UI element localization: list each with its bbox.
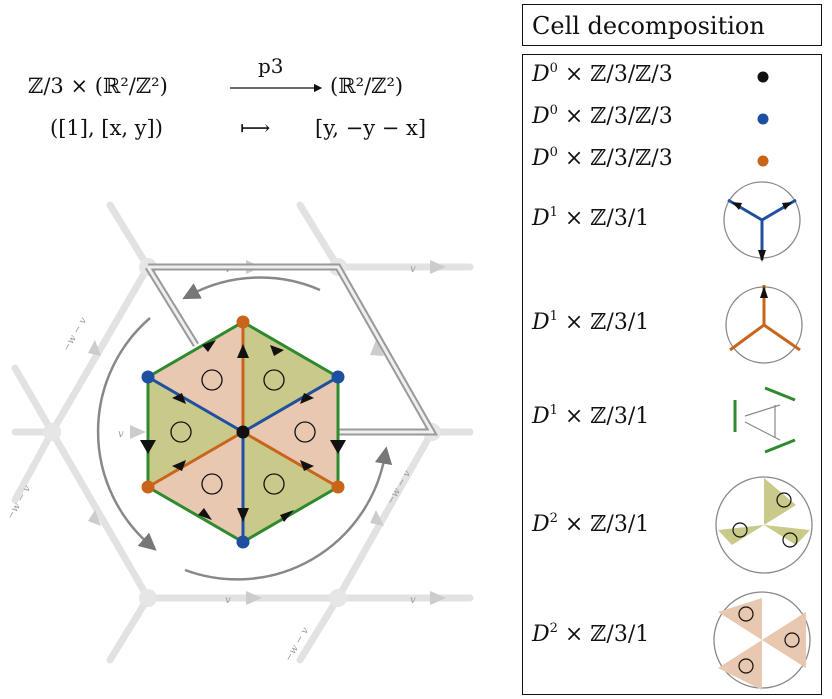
edge-label-v-top2: v: [410, 264, 416, 275]
map-domain: ℤ/3 × (ℝ²/ℤ²): [28, 74, 168, 98]
legend-row-edge-green: D1 × ℤ/3/1: [532, 403, 650, 429]
legend-icons: [713, 71, 813, 690]
face-rotation-icons: [170, 369, 316, 495]
hexagon-arrowheads: [140, 340, 346, 522]
hexagon-vertices: [141, 315, 345, 549]
legend-panel: [522, 54, 822, 695]
legend-edge-tripod-blue: [723, 181, 801, 262]
legend-face-peach: [713, 591, 811, 690]
legend-title: Cell decomposition: [522, 4, 822, 46]
legend-row-edge-orange: D1 × ℤ/3/1: [532, 309, 650, 335]
legend-row-vertex-blue: D0 × ℤ/3/ℤ/3: [532, 103, 673, 129]
legend-row-face-peach: D2 × ℤ/3/1: [532, 621, 650, 647]
map-source-element: ([1], [x, y]): [50, 116, 163, 140]
legend-face-olive: [715, 476, 813, 574]
legend-row-face-olive: D2 × ℤ/3/1: [532, 511, 650, 537]
hexagon-faces: [148, 322, 338, 542]
legend-vertex-black: [757, 71, 769, 83]
rotation-arcs: [96, 276, 393, 581]
legend-row-edge-blue: D1 × ℤ/3/1: [532, 205, 650, 231]
edge-label-w-right: −w − v: [385, 468, 413, 506]
edge-label-v-bot2: v: [410, 595, 416, 606]
hexagon-spokes: [147, 322, 339, 542]
legend-row-vertex-orange: D0 × ℤ/3/ℤ/3: [532, 145, 673, 171]
legend-vertex-blue: [757, 113, 769, 125]
map-mapsto: ⟼: [240, 116, 271, 140]
legend-edge-triple-green: [733, 386, 796, 454]
legend-vertex-orange: [757, 155, 769, 167]
edge-label-v-mid: v: [118, 429, 124, 440]
legend-edge-tripod-orange: [725, 285, 803, 364]
map-codomain: (ℝ²/ℤ²): [330, 74, 404, 98]
map-target-element: [y, −y − x]: [315, 116, 427, 140]
legend-row-vertex-black: D0 × ℤ/3/ℤ/3: [532, 61, 673, 87]
edge-label-v-bot: v: [225, 595, 231, 606]
map-arrow-label: p3: [258, 54, 284, 78]
edge-label-w-left: −w − v: [61, 315, 89, 353]
